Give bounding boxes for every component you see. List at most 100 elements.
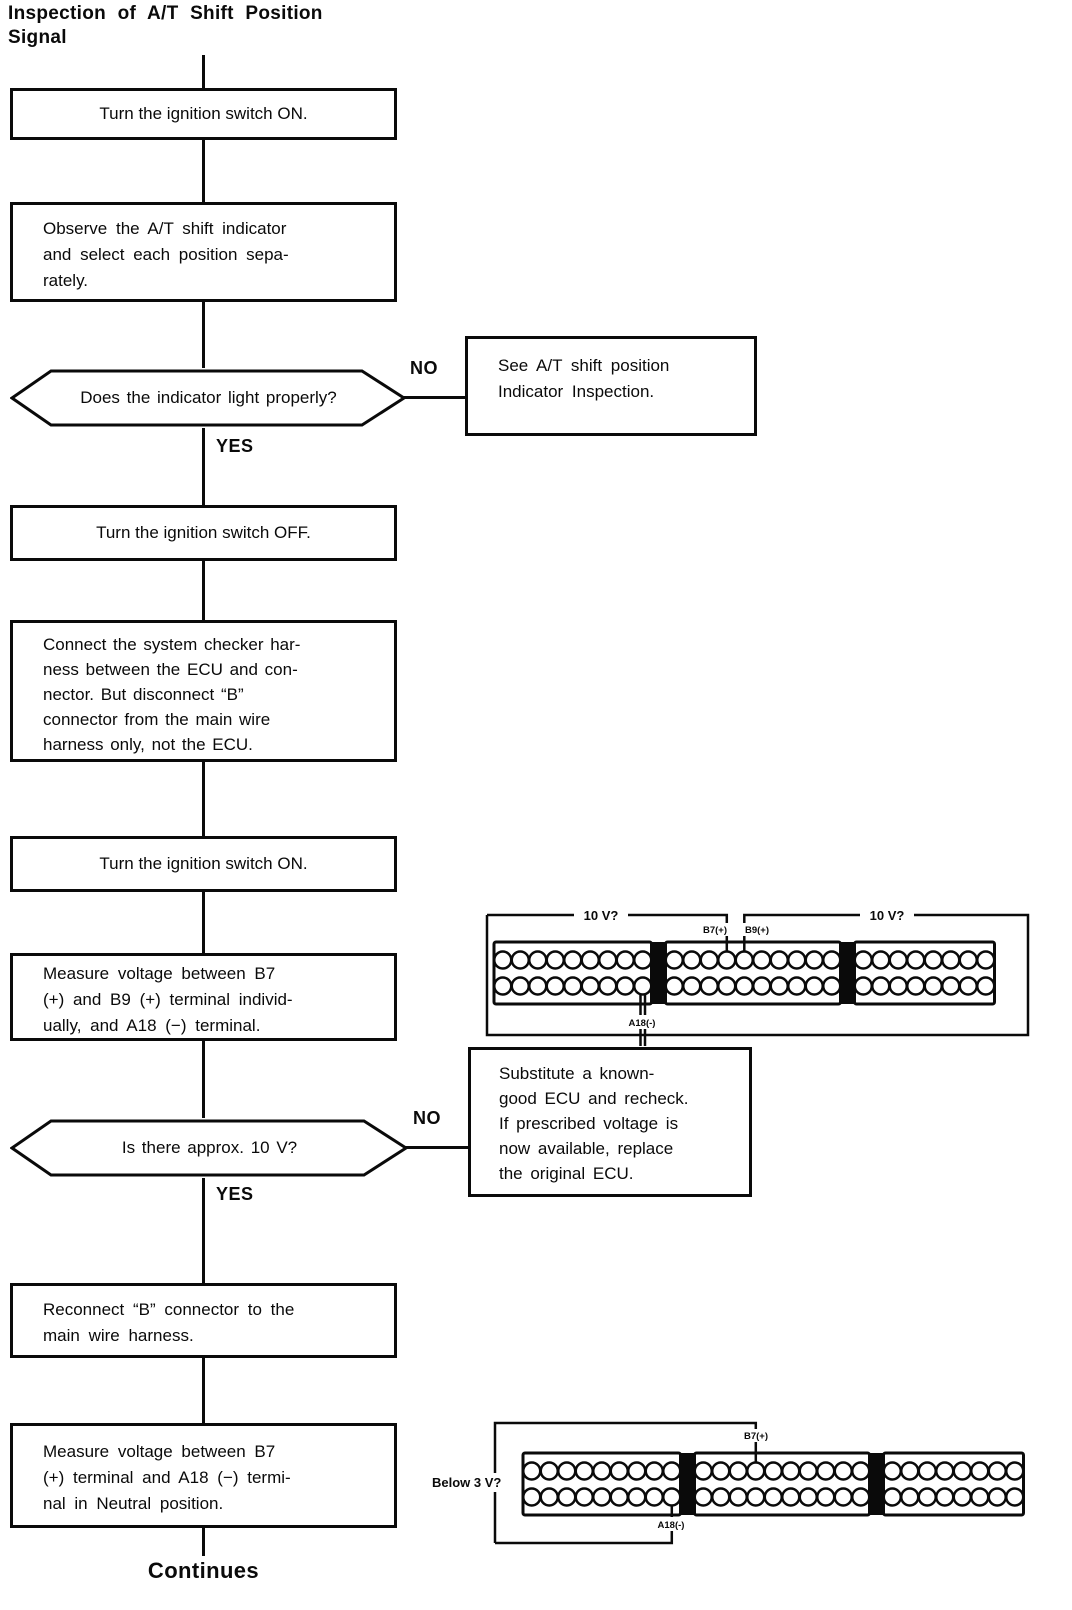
- voltage-question-right: 10 V?: [870, 908, 905, 923]
- pin-hole: [853, 950, 873, 970]
- pin-hole: [728, 1461, 748, 1481]
- yes-label-1: YES: [216, 436, 254, 456]
- pin-hole: [734, 976, 754, 996]
- pin-hole: [888, 976, 908, 996]
- pin-hole: [752, 976, 772, 996]
- pin-hole: [734, 950, 754, 970]
- pin-hole: [528, 976, 548, 996]
- flow-line: [202, 140, 205, 202]
- pin-hole: [664, 976, 684, 996]
- flow-line: [202, 892, 205, 953]
- pin-hole: [563, 950, 583, 970]
- pin-hole: [822, 950, 842, 970]
- pin-hole: [522, 1461, 542, 1481]
- pin-hole: [781, 1461, 801, 1481]
- pin-hole: [574, 1461, 594, 1481]
- pin-hole: [746, 1487, 766, 1507]
- pin-hole: [923, 950, 943, 970]
- pin-hole: [763, 1461, 783, 1481]
- pin-hole: [906, 976, 926, 996]
- pin-hole: [952, 1461, 972, 1481]
- label-bg: [738, 1429, 774, 1442]
- pin-hole: [952, 1487, 972, 1507]
- pin-hole: [763, 1487, 783, 1507]
- decision-text: Is there approx. 10 V?: [121, 1138, 298, 1157]
- pin-hole: [882, 1487, 902, 1507]
- connector-separator: [840, 942, 855, 1004]
- pin-hole: [853, 976, 873, 996]
- pin-hole: [633, 950, 653, 970]
- pin-hole: [906, 950, 926, 970]
- flow-step-connect-checker-harness: Connect the system checker har- ness bet…: [10, 620, 397, 762]
- pin-hole: [557, 1461, 577, 1481]
- connector-block: [853, 940, 996, 1006]
- flow-line: [202, 1528, 205, 1556]
- pin-hole: [609, 1487, 629, 1507]
- pin-grid-2: [521, 1451, 1025, 1517]
- pin-hole: [970, 1487, 990, 1507]
- pin-hole: [941, 950, 961, 970]
- pin-hole: [711, 1461, 731, 1481]
- pin-hole: [871, 950, 891, 970]
- pin-hole: [662, 1487, 682, 1507]
- pin-hole: [941, 976, 961, 996]
- pin-hole: [752, 950, 772, 970]
- probe-wires-1: [485, 913, 1030, 1046]
- pin-hole: [522, 1487, 542, 1507]
- pin-hole: [871, 976, 891, 996]
- pin-hole: [900, 1487, 920, 1507]
- note-see-indicator-inspection: See A/T shift position Indicator Inspect…: [465, 336, 757, 436]
- decision-hexagon: [10, 369, 407, 427]
- continues-label: Continues: [147, 1558, 260, 1583]
- pin-label-a18-2: A18(-): [658, 1520, 685, 1531]
- flow-line: [202, 1041, 205, 1118]
- label-bg: [649, 1517, 694, 1531]
- pin-hole: [633, 976, 653, 996]
- pin-hole: [987, 1487, 1007, 1507]
- decision-hexagon: [10, 1119, 409, 1177]
- pin-hole: [746, 1461, 766, 1481]
- pin-hole: [510, 976, 530, 996]
- pin-hole: [592, 1487, 612, 1507]
- decision-approx-10v: Is there approx. 10 V?: [10, 1118, 409, 1178]
- pin-hole: [958, 976, 978, 996]
- label-bg: [739, 923, 773, 936]
- pin-hole: [923, 976, 943, 996]
- pin-hole: [917, 1461, 937, 1481]
- label-bg: [620, 1015, 665, 1029]
- pin-hole: [816, 1461, 836, 1481]
- pin-hole: [787, 976, 807, 996]
- pin-hole: [935, 1487, 955, 1507]
- pin-hole: [798, 1487, 818, 1507]
- pin-hole: [798, 1461, 818, 1481]
- note-substitute-ecu: Substitute a known- good ECU and recheck…: [468, 1047, 752, 1197]
- pin-hole: [557, 1487, 577, 1507]
- pin-hole: [987, 1461, 1007, 1481]
- pin-hole: [717, 950, 737, 970]
- flow-step-observe-indicator: Observe the A/T shift indicator and sele…: [10, 202, 397, 302]
- pin-hole: [711, 1487, 731, 1507]
- pin-hole: [545, 950, 565, 970]
- pin-hole: [574, 1487, 594, 1507]
- pin-hole: [804, 950, 824, 970]
- pin-hole: [769, 950, 789, 970]
- pin-hole: [976, 950, 996, 970]
- pin-hole: [627, 1461, 647, 1481]
- pin-hole: [493, 976, 513, 996]
- pin-hole: [833, 1461, 853, 1481]
- pin-hole: [888, 950, 908, 970]
- flow-step-ignition-on-1: Turn the ignition switch ON.: [10, 88, 397, 140]
- flow-step-reconnect-b: Reconnect “B” connector to the main wire…: [10, 1283, 397, 1358]
- decision-text: Does the indicator light properly?: [80, 388, 337, 407]
- pin-hole: [717, 976, 737, 996]
- pin-hole: [882, 1461, 902, 1481]
- pin-hole: [539, 1487, 559, 1507]
- pin-hole: [615, 950, 635, 970]
- pin-hole: [627, 1487, 647, 1507]
- pin-hole: [682, 950, 702, 970]
- pin-label-b7-2: B7(+): [744, 1431, 768, 1442]
- pin-hole: [580, 950, 600, 970]
- pin-hole: [833, 1487, 853, 1507]
- pin-hole: [609, 1461, 629, 1481]
- flow-step-ignition-on-2: Turn the ignition switch ON.: [10, 836, 397, 892]
